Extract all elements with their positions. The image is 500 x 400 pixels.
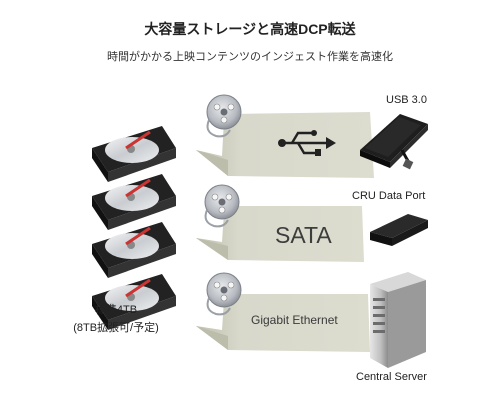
page-title: 大容量ストレージと高速DCP転送 (144, 21, 356, 37)
storage-expansion: (8TB拡張可/予定) (73, 322, 159, 334)
usb-icon (278, 130, 336, 156)
device-label-server: Central Server (356, 371, 427, 383)
storage-label: 標準4TB (8TB拡張可/予定) (46, 301, 186, 337)
portable-hdd-icon (360, 114, 428, 170)
page-subtitle: 時間がかかる上映コンテンツのインジェスト作業を高速化 (107, 51, 393, 63)
device-label-usb: USB 3.0 (386, 94, 427, 106)
server-tower-icon (370, 272, 426, 368)
device-label-cru: CRU Data Port (352, 190, 426, 202)
hard-disk-stack-icon (92, 126, 176, 330)
storage-capacity: 標準4TB (94, 304, 138, 316)
band-sata (196, 206, 364, 262)
drive-dock-icon (370, 214, 428, 246)
band-label-gigabit: Gigabit Ethernet (251, 313, 338, 327)
band-label-sata: SATA (275, 222, 332, 248)
band-gigabit (196, 294, 370, 352)
